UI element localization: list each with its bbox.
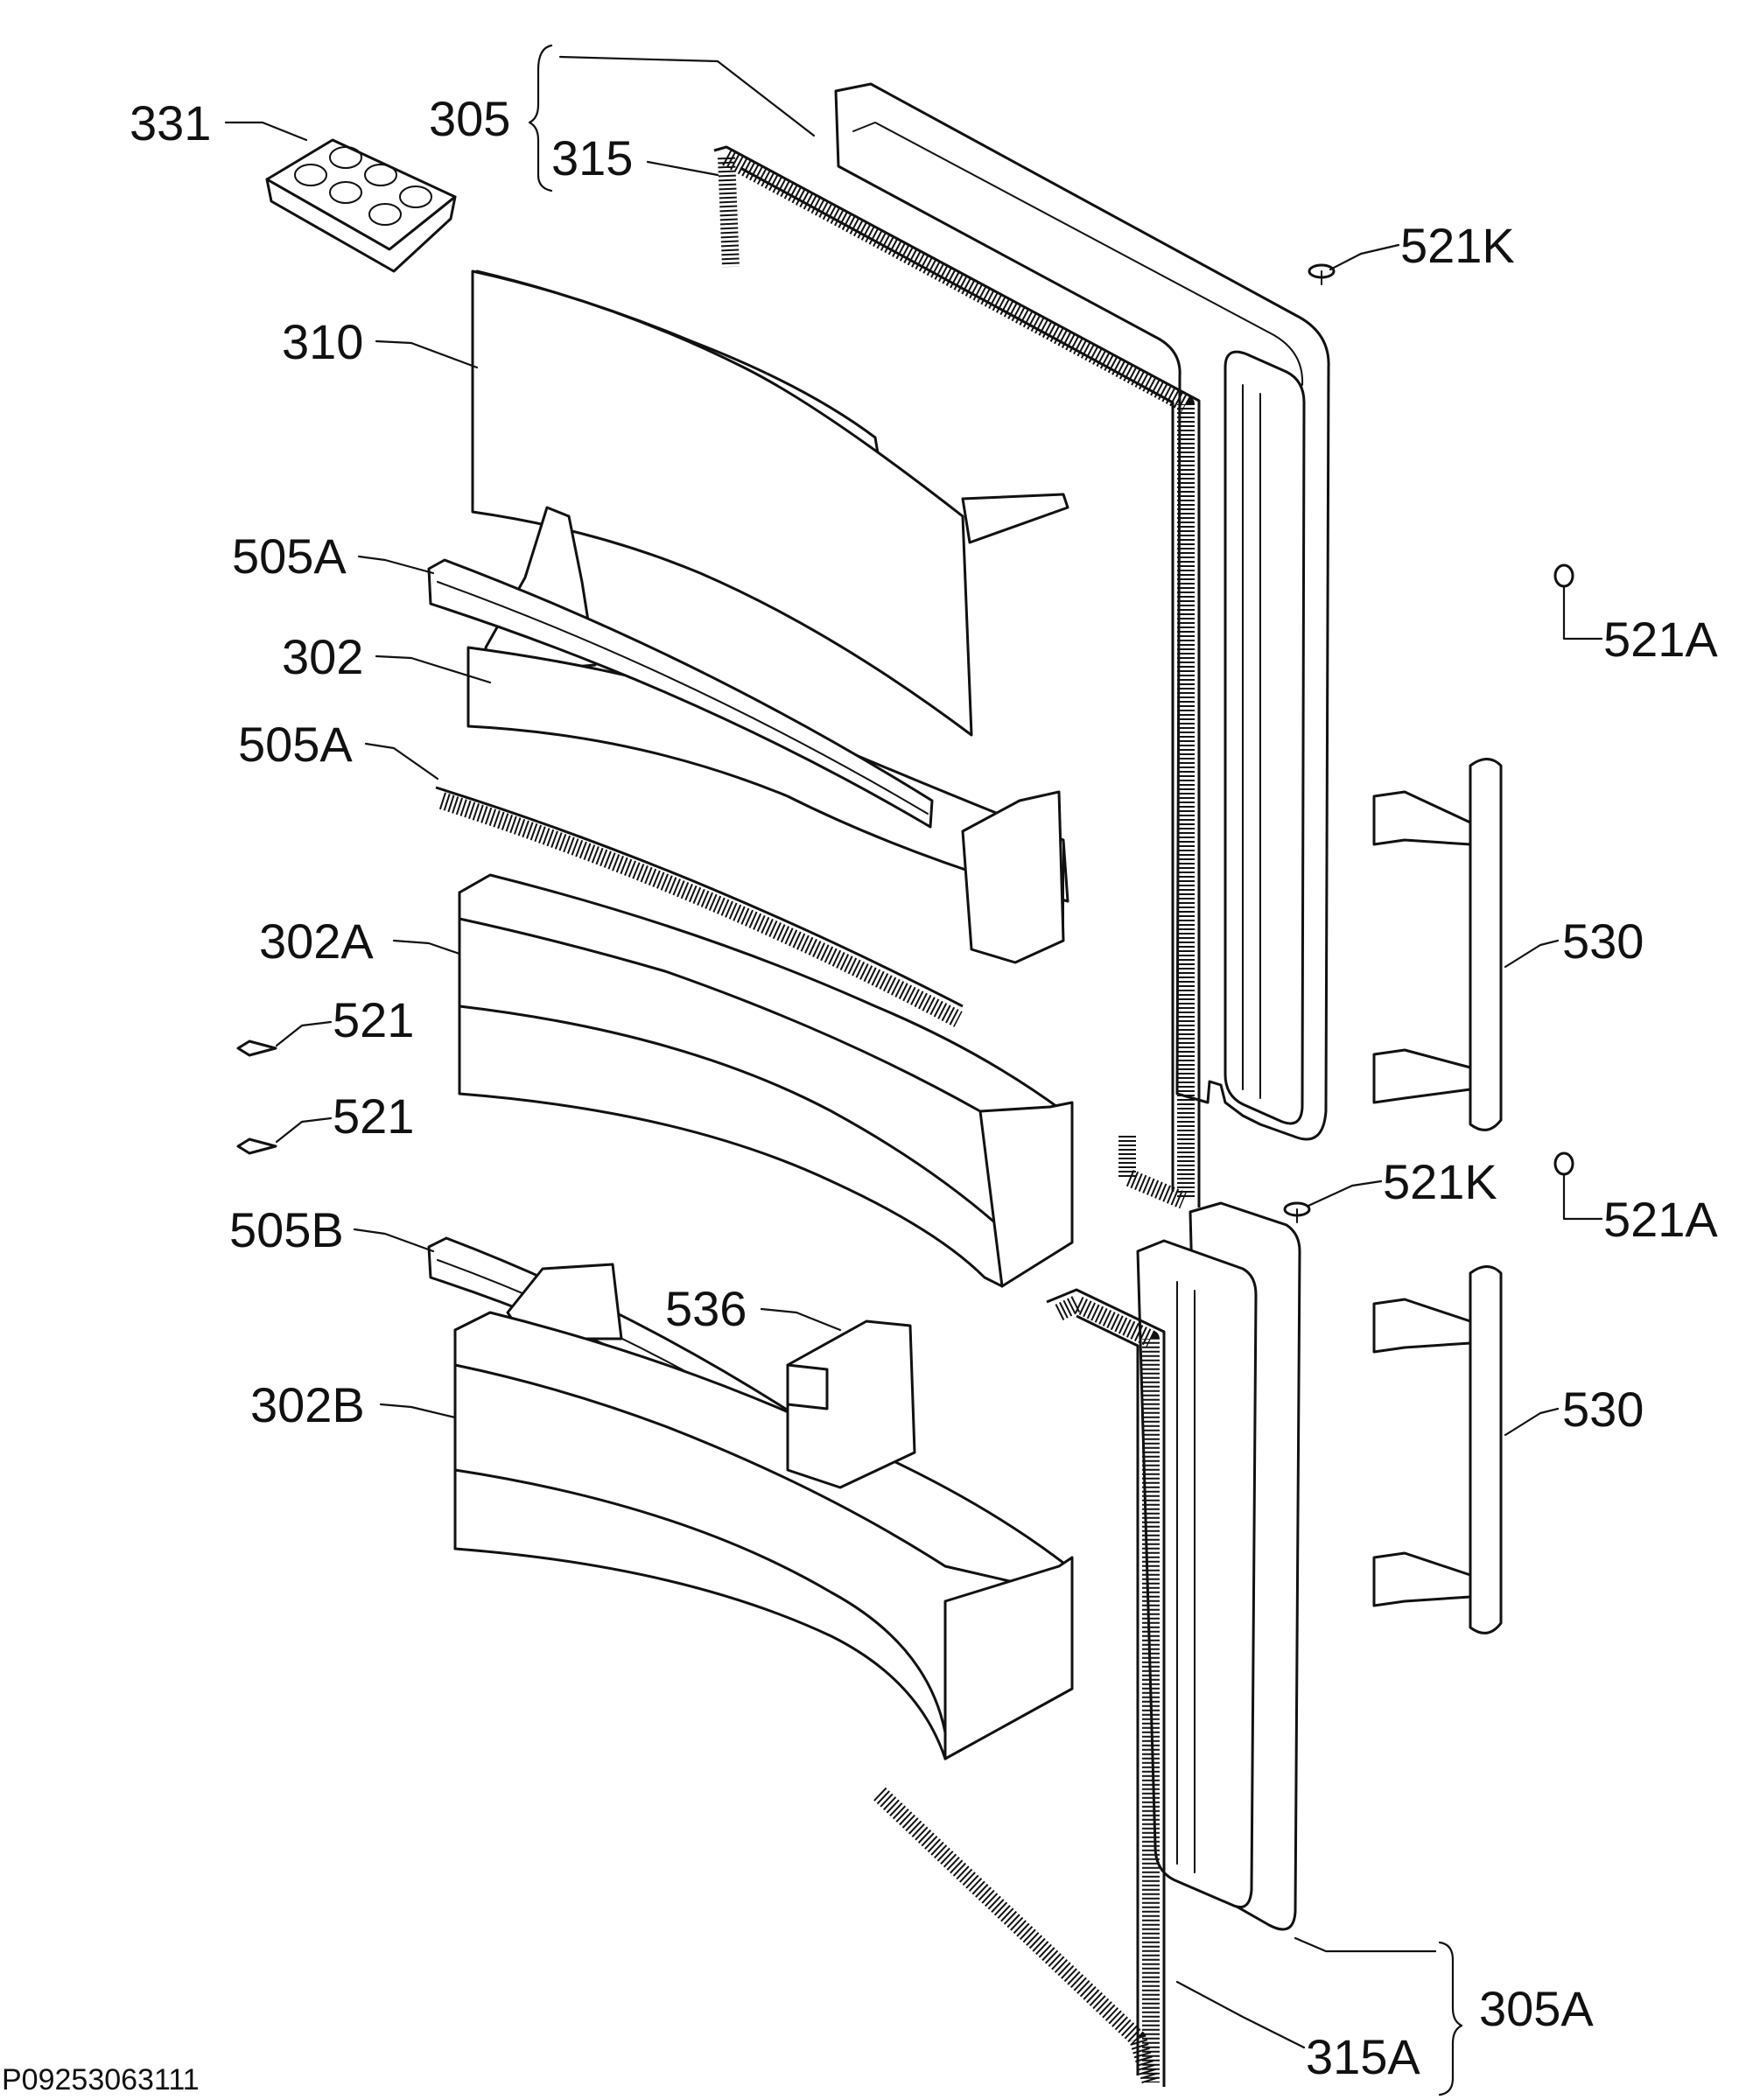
- label-530-lower: 530: [1562, 1382, 1644, 1437]
- label-310: 310: [282, 314, 363, 369]
- hinge-cap-521k-lower: [1283, 1201, 1311, 1223]
- label-530-upper: 530: [1562, 914, 1644, 969]
- screw-521-lower: [236, 1138, 277, 1155]
- label-521-upper: 521: [333, 992, 414, 1047]
- hinge-cap-521k-upper: [1308, 263, 1336, 285]
- dairy-flap: [471, 270, 1069, 737]
- door-shelf-302b: [453, 1263, 1074, 1760]
- label-505a-1: 505A: [232, 528, 347, 584]
- label-521-lower: 521: [333, 1088, 414, 1144]
- label-505b: 505B: [229, 1202, 344, 1257]
- egg-tray: [265, 138, 457, 273]
- plug-521a-lower: [1553, 1152, 1574, 1176]
- drawing-reference-number: P09253063111: [2, 2063, 200, 2096]
- upper-door-gasket: [713, 145, 1201, 1209]
- plug-521a-upper: [1553, 564, 1574, 588]
- lower-door-panel: [1136, 1201, 1301, 1931]
- label-505a-2: 505A: [238, 717, 353, 772]
- label-305: 305: [429, 91, 510, 146]
- door-handle-530-upper: [1372, 758, 1503, 1131]
- label-315a: 315A: [1306, 2029, 1420, 2084]
- shelf-rail-505a-1: [427, 558, 934, 829]
- divider-536: [786, 1320, 916, 1489]
- label-521a-2: 521A: [1603, 1192, 1718, 1247]
- door-handle-530-lower: [1372, 1265, 1503, 1634]
- label-536: 536: [665, 1281, 747, 1336]
- label-302b: 302B: [250, 1377, 365, 1432]
- label-521k-top: 521K: [1400, 218, 1515, 273]
- label-315: 315: [551, 130, 633, 186]
- lower-door-gasket: [873, 1288, 1166, 2087]
- shelf-rail-505a-2: [435, 786, 964, 1027]
- callout-labels: 331 305 315 521K 310 505A 521A 302 505A …: [130, 91, 1718, 2084]
- leader-lines: [224, 44, 1603, 2096]
- upper-door-panel: [834, 82, 1330, 1141]
- label-521k-mid: 521K: [1383, 1154, 1497, 1209]
- screw-521-upper: [236, 1040, 277, 1057]
- label-521a-1: 521A: [1603, 612, 1718, 667]
- label-331: 331: [130, 95, 211, 150]
- label-305a: 305A: [1479, 1981, 1594, 2036]
- label-302a: 302A: [259, 914, 374, 969]
- label-302: 302: [282, 629, 363, 684]
- door-shelf-302a: [458, 873, 1074, 1288]
